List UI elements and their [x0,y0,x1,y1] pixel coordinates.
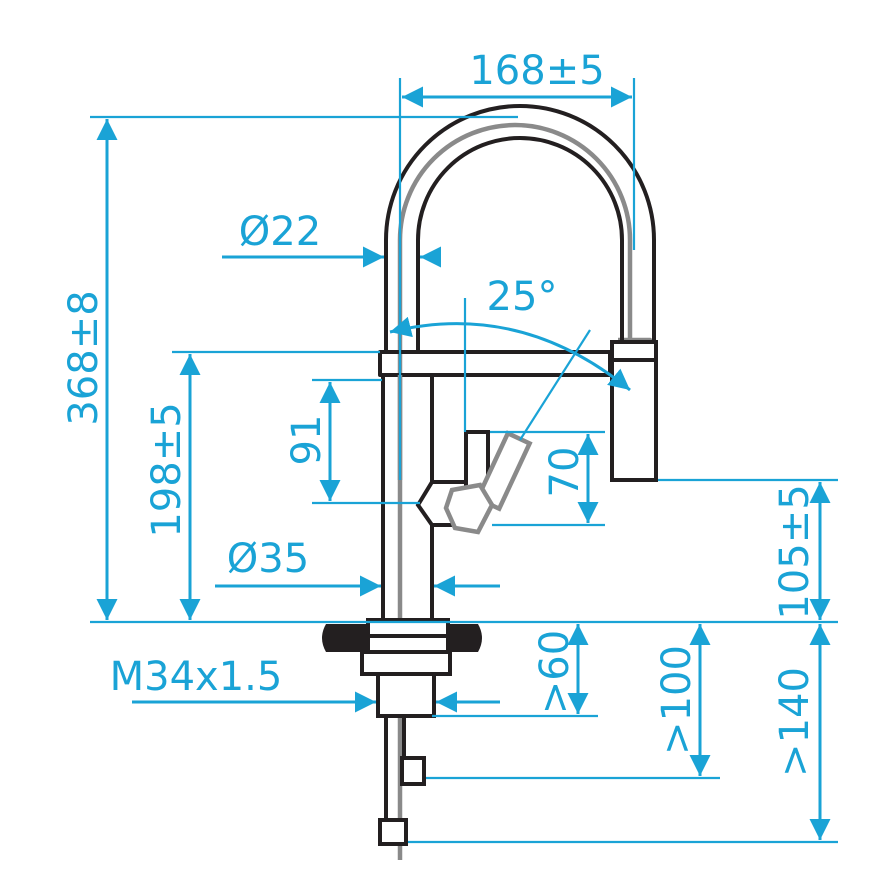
label-spout-reach: 168±5 [469,48,604,94]
label-min-100: >100 [654,645,700,755]
label-swivel-angle: 25° [487,274,558,320]
hose-fitting-1 [400,756,426,786]
faucet-outline [322,104,658,860]
handle-hub-alt [443,482,495,535]
label-body-height: 198±5 [144,402,190,537]
label-handle-height: 70 [542,447,588,498]
dim-swivel-angle [389,316,631,392]
label-min-60: >60 [532,630,578,714]
label-handle-offset: 91 [284,415,330,466]
threaded-shank [376,672,436,718]
pullout-spray-head [610,340,658,482]
worktop-seal-left [322,624,368,652]
label-tube-diameter: Ø22 [239,209,321,255]
spout-tube-inner [416,136,624,350]
label-thread: M34x1.5 [110,654,283,700]
dimension-lines [90,78,838,844]
label-min-140: >140 [772,667,818,777]
body-crosspiece [378,350,612,377]
label-body-diameter: Ø35 [227,536,309,582]
label-outlet-height: 105±5 [772,484,818,619]
spout-alt-position [397,122,633,480]
dimension-labels: 168±5 368±8 Ø22 25° 198±5 91 70 Ø35 105±… [61,48,818,777]
worktop-seal-right [448,624,482,652]
hose-fitting-2 [378,818,408,846]
fixing-nut [360,650,452,676]
label-total-height: 368±8 [61,290,107,425]
